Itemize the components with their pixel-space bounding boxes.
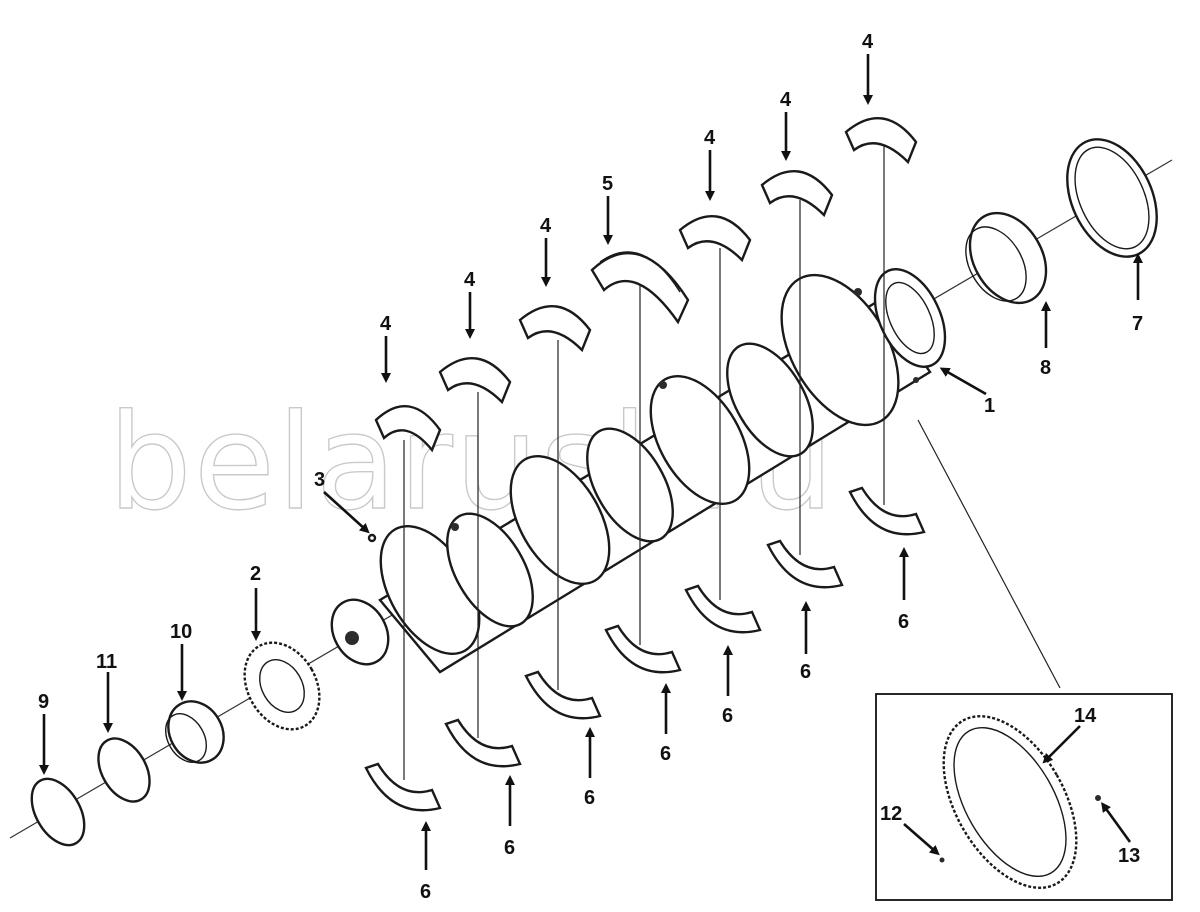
callout-6: 6 <box>660 743 671 765</box>
callout-12: 12 <box>880 803 902 825</box>
callout-6: 6 <box>898 611 909 633</box>
crankshaft-icon <box>330 267 947 674</box>
callout-6: 6 <box>420 881 431 903</box>
callout-4: 4 <box>704 127 716 149</box>
callout-1: 1 <box>984 395 995 417</box>
callout-5: 5 <box>602 173 613 195</box>
seal-ring-icon <box>30 737 151 847</box>
sleeve-icon <box>165 700 225 764</box>
callout-4: 4 <box>380 313 392 335</box>
callout-9: 9 <box>38 691 49 713</box>
callout-6: 6 <box>504 837 515 859</box>
pin-icon <box>939 857 945 863</box>
gear-icon <box>243 641 321 731</box>
detail-inset-frame <box>875 693 1173 901</box>
inset-leader-line <box>917 419 1061 689</box>
callout-labels: 4 4 4 5 4 4 4 6 6 6 6 6 6 6 1 2 3 7 8 9 … <box>38 31 1143 903</box>
callout-14: 14 <box>1074 705 1097 727</box>
callout-4: 4 <box>540 215 552 237</box>
main-bearing-upper-icon <box>374 117 918 453</box>
callout-arrows <box>39 54 1143 870</box>
callout-7: 7 <box>1132 313 1143 335</box>
seal-ring-icon <box>1066 138 1158 258</box>
callout-4: 4 <box>464 269 476 291</box>
callout-4: 4 <box>862 31 874 53</box>
callout-8: 8 <box>1040 357 1051 379</box>
callout-6: 6 <box>722 705 733 727</box>
bearing-lead-lines <box>403 145 885 780</box>
callout-6: 6 <box>800 661 811 683</box>
callout-10: 10 <box>170 621 192 643</box>
callout-4: 4 <box>780 89 792 111</box>
pin-icon <box>367 533 377 543</box>
pin-icon <box>1095 795 1101 801</box>
sleeve-icon <box>965 211 1048 305</box>
main-bearing-lower-icon <box>364 486 926 812</box>
callout-11: 11 <box>96 651 117 673</box>
callout-2: 2 <box>250 563 261 585</box>
callout-3: 3 <box>314 469 325 491</box>
callout-6: 6 <box>584 787 595 809</box>
thrust-bearing-icon <box>590 251 690 325</box>
callout-13: 13 <box>1118 845 1140 867</box>
